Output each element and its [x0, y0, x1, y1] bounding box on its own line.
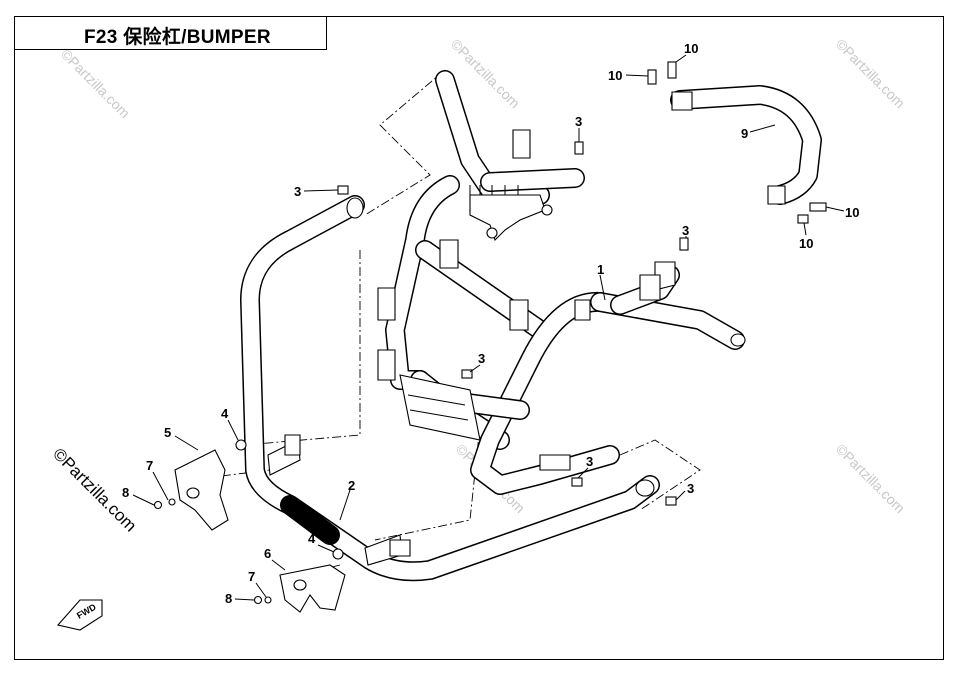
callout-10a: 10: [684, 41, 698, 56]
callout-10d: 10: [799, 236, 813, 251]
watermark-5: ©Partzilla.com: [833, 441, 908, 516]
bolt-3f: [665, 496, 677, 506]
nut-4a: [235, 439, 247, 451]
front-bumper-tube: [240, 195, 660, 582]
bolt-8a: [153, 500, 163, 510]
guard-plate-6: [279, 564, 346, 613]
callouts: 1 2 3 3 3 3 3 3 4 4 5 6 7 7 8 8 9 10 10 …: [122, 41, 859, 606]
callout-7a: 7: [146, 458, 153, 473]
callout-7b: 7: [248, 569, 255, 584]
page-title: F23 保险杠/BUMPER: [84, 27, 271, 48]
callout-10c: 10: [845, 205, 859, 220]
callout-2: 2: [348, 478, 355, 493]
washer-7b: [264, 596, 272, 604]
callout-8a: 8: [122, 485, 129, 500]
washer-7a: [168, 498, 176, 506]
callout-3d: 3: [478, 351, 485, 366]
bolt-10c: [809, 202, 827, 212]
callout-9: 9: [741, 126, 748, 141]
rear-bumper-loop: [670, 85, 822, 205]
callout-4b: 4: [308, 531, 316, 546]
bolt-8b: [253, 595, 263, 605]
callout-3b: 3: [575, 114, 582, 129]
bolt-3b: [574, 141, 584, 155]
fwd-arrow: FWD: [56, 599, 103, 631]
watermark-1: ©Partzilla.com: [58, 46, 133, 121]
callout-3a: 3: [294, 184, 301, 199]
callout-3f: 3: [687, 481, 694, 496]
bolt-3a: [337, 185, 349, 195]
bolt-10b: [647, 69, 657, 85]
callout-6: 6: [264, 546, 271, 561]
bolt-3e: [571, 477, 583, 487]
callout-10b: 10: [608, 68, 622, 83]
bolt-10d: [797, 214, 809, 224]
leader-lines: [132, 54, 845, 601]
callout-1: 1: [597, 262, 604, 277]
bolt-10a: [667, 61, 677, 79]
fasteners: [153, 61, 827, 605]
bolt-3c: [679, 237, 689, 251]
callout-3e: 3: [586, 454, 593, 469]
main-bumper-frame: [377, 70, 746, 495]
callout-3c: 3: [682, 223, 689, 238]
callout-5: 5: [164, 425, 171, 440]
bolt-3d: [461, 369, 473, 379]
nut-4b: [332, 548, 344, 560]
callout-4a: 4: [221, 406, 229, 421]
guard-plate-5: [174, 449, 229, 531]
drawing-frame: [14, 16, 944, 660]
watermark-3: ©Partzilla.com: [833, 36, 908, 111]
callout-8b: 8: [225, 591, 232, 606]
title-box: [14, 16, 327, 50]
